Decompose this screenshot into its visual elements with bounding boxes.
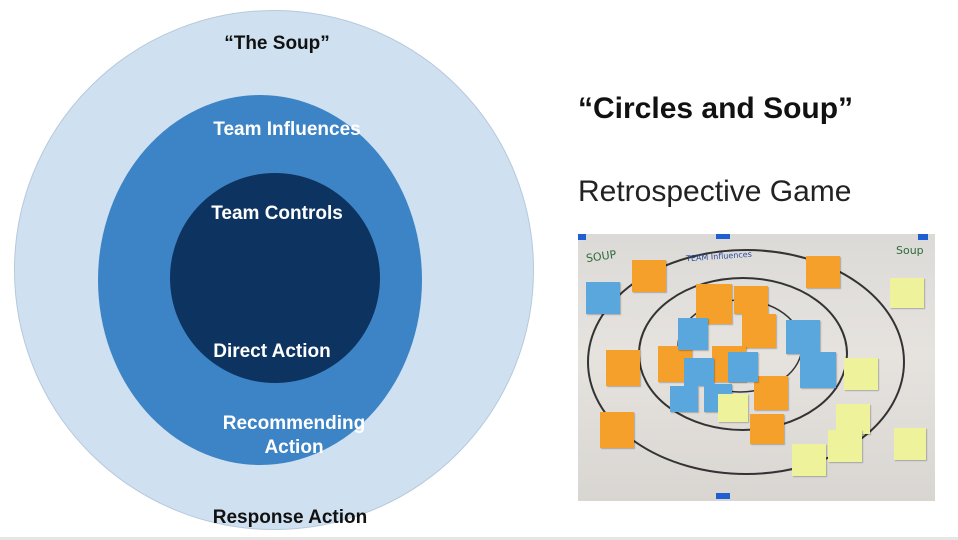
tape-bottom-middle — [716, 493, 730, 499]
team-controls-label: Team Controls — [211, 203, 343, 224]
sticky-note — [742, 314, 776, 348]
team-controls-circle — [170, 173, 380, 383]
sticky-note — [754, 376, 788, 410]
sticky-note — [684, 358, 714, 386]
whiteboard-outer-circle — [587, 249, 905, 475]
sticky-note — [606, 350, 640, 386]
sticky-note — [586, 282, 620, 314]
sticky-note — [734, 286, 768, 314]
sticky-note — [632, 260, 666, 292]
tape-top-left — [578, 234, 586, 240]
sticky-note — [696, 284, 732, 324]
sticky-note — [836, 404, 870, 434]
sticky-note — [806, 256, 840, 288]
response-action-label: Response Action — [212, 507, 368, 528]
sticky-note — [894, 428, 926, 460]
slide-bottom-bar — [0, 537, 958, 540]
whiteboard-photo: SOUP Soup TEAM Influences — [578, 234, 935, 501]
tape-top-middle — [716, 234, 730, 239]
recommending-action-line-1: Recommending — [222, 413, 366, 434]
sticky-note — [828, 430, 862, 462]
sticky-note — [890, 278, 924, 308]
sticky-note — [800, 352, 836, 388]
sticky-note — [792, 444, 826, 476]
recommending-action-label: Recommending Action — [208, 412, 380, 460]
sticky-note — [600, 412, 634, 448]
team-influences-label: Team Influences — [213, 119, 361, 140]
sticky-note — [728, 352, 758, 382]
sticky-note — [718, 394, 748, 422]
sticky-note — [750, 414, 784, 444]
direct-action-label: Direct Action — [213, 341, 331, 362]
board-label-soup-right: Soup — [896, 244, 924, 257]
recommending-action-line-2: Action — [264, 436, 324, 458]
sticky-note — [844, 358, 878, 390]
tape-top-right — [918, 234, 928, 240]
sticky-note — [786, 320, 820, 354]
slide-title: “Circles and Soup” — [578, 92, 854, 125]
sticky-note — [670, 386, 698, 412]
sticky-note — [678, 318, 708, 350]
slide-subtitle: Retrospective Game — [578, 175, 852, 208]
soup-label: “The Soup” — [224, 33, 330, 54]
